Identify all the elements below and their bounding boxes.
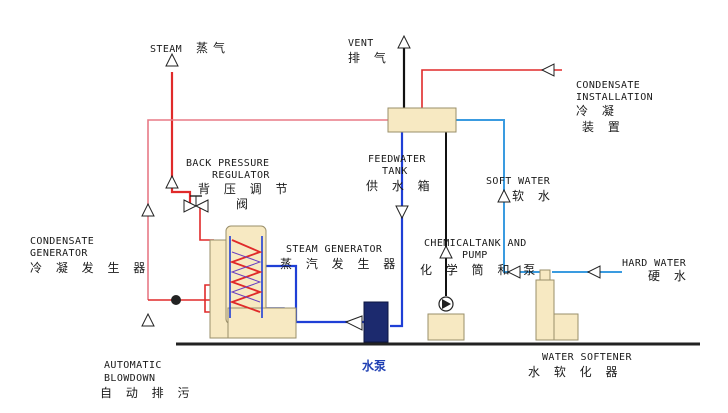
softener-label-en: WATER SOFTENER: [542, 352, 632, 363]
chemical-label-en1: CHEMICALTANK AND: [424, 238, 527, 249]
condensate-pipe-top: [147, 119, 390, 300]
blowdown-arrow: [141, 312, 155, 327]
regulator-pipe: [199, 205, 214, 241]
steam-gen-label-zh: 蒸 汽 发 生 器: [280, 256, 400, 271]
hard-water-label-zh: 硬 水: [648, 269, 691, 283]
blowdown-label-zh: 自 动 排 污: [100, 386, 194, 400]
back-pressure-label-zh1: 背 压 调 节: [198, 182, 292, 196]
soft-water-label-zh: 软 水: [512, 189, 555, 203]
steam-out-arrow: [165, 52, 179, 67]
condensate-install-label-en1: CONDENSATE: [576, 80, 640, 91]
vent-label-en: VENT: [348, 38, 374, 49]
feedwater-tank: [387, 107, 457, 133]
pump-discharge-arrow: [344, 315, 363, 331]
feedwater-arrow: [395, 205, 409, 220]
water-pump: [363, 301, 389, 343]
water-softener: [535, 269, 579, 341]
condensate-generator: [209, 239, 229, 339]
hard-water-label-en: HARD WATER: [622, 258, 687, 269]
feedwater-label-en1: FEEDWATER: [368, 154, 426, 165]
hard-water-arrow: [586, 265, 601, 279]
blowdown-label-en2: BLOWDOWN: [104, 373, 155, 384]
steam-label-zh: 蒸气: [196, 40, 230, 55]
condensate-install-label-zh1: 冷 凝: [576, 103, 619, 118]
feedwater-label-zh: 供 水 箱: [366, 178, 435, 193]
blowdown-valve: [171, 295, 181, 305]
condensate-gen-label-en1: CONDENSATE: [30, 236, 94, 247]
feedwater-pipe: [390, 132, 404, 328]
steam-generator: [225, 225, 297, 339]
condensate-install-label-en2: INSTALLATION: [576, 92, 653, 103]
soft-water-arrow: [497, 188, 511, 203]
back-pressure-label-zh2: 阀: [236, 197, 253, 211]
steam-gen-label-en: STEAM GENERATOR: [286, 244, 383, 255]
chemical-label-en2: PUMP: [462, 250, 488, 261]
steam-label-en: STEAM: [150, 44, 182, 55]
condensate-install-arrow: [540, 63, 555, 77]
condensate-gen-label-zh: 冷 凝 发 生 器: [30, 260, 150, 275]
vent-arrow: [397, 34, 411, 49]
chemical-tank-and-pump: [427, 296, 465, 341]
vent-label-zh: 排 气: [348, 50, 391, 65]
softener-label-zh: 水 软 化 器: [528, 365, 622, 379]
back-pressure-label-en1: BACK PRESSURE: [186, 158, 269, 169]
pump-to-generator-pipe: [266, 264, 364, 324]
chemical-label-zh: 化 学 筒 和 泵: [420, 262, 540, 277]
feedwater-label-en2: TANK: [382, 166, 408, 177]
chemical-arrow: [439, 244, 453, 259]
regulator-arrow: [165, 174, 179, 189]
soft-water-label-en: SOFT WATER: [486, 176, 551, 187]
back-pressure-label-en2: REGULATOR: [212, 170, 270, 181]
pump-label-zh: 水泵: [362, 358, 386, 373]
softener-arrow: [506, 265, 521, 279]
steam-pipe: [170, 72, 192, 205]
back-pressure-regulator: [183, 195, 209, 213]
condensate-gen-label-en2: GENERATOR: [30, 248, 88, 259]
condensate-line-arrow: [141, 202, 155, 217]
condensate-pipe-right: [421, 69, 562, 108]
condensate-install-label-zh2: 装 置: [582, 120, 625, 134]
blowdown-label-en1: AUTOMATIC: [104, 360, 162, 371]
